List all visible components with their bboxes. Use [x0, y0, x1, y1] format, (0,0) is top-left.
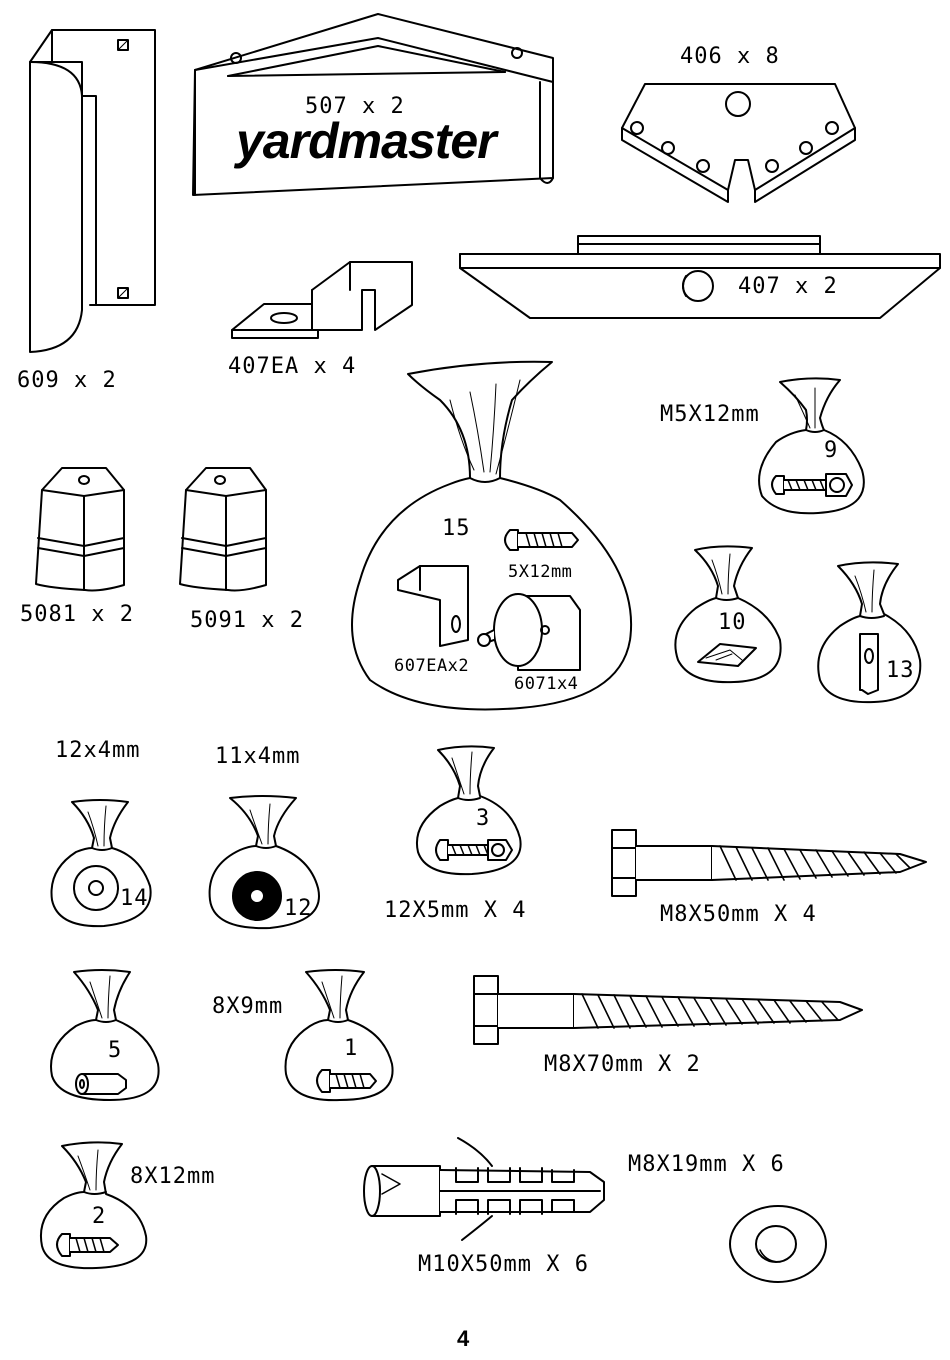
part-5081-cap [36, 468, 124, 590]
label-bag-12: 12 [284, 898, 313, 920]
label-bag-14: 14 [120, 888, 149, 910]
bag-9 [759, 378, 864, 513]
coach-screw-m8x50 [612, 830, 926, 896]
part-609-trim [30, 30, 155, 352]
label-bag-2: 2 [92, 1206, 106, 1228]
part-407ea-bracket [232, 262, 412, 338]
label-m5x12: M5X12mm [660, 404, 760, 426]
label-407ea: 407EA x 4 [228, 356, 356, 378]
label-8x9mm: 8X9mm [212, 996, 283, 1018]
bag-3 [417, 746, 521, 874]
label-5091: 5091 x 2 [190, 610, 304, 632]
bag-5 [51, 970, 159, 1100]
label-407: 407 x 2 [738, 276, 838, 298]
label-406: 406 x 8 [680, 46, 780, 68]
part-5091-cap [180, 468, 266, 590]
label-m8x19: M8X19mm X 6 [628, 1154, 785, 1176]
label-12x5mm: 12X5mm X 4 [384, 900, 526, 922]
label-bag-15-screw: 5X12mm [508, 564, 572, 581]
page-number: 4 [457, 1328, 469, 1350]
label-bag-1: 1 [344, 1038, 358, 1060]
label-11x4mm: 11x4mm [215, 746, 300, 768]
label-bag-15-roller: 6071x4 [514, 676, 578, 693]
washer-m8x19 [730, 1206, 826, 1282]
label-m8x50: M8X50mm X 4 [660, 904, 817, 926]
label-bag-5: 5 [108, 1040, 122, 1062]
label-bag-3: 3 [476, 808, 490, 830]
label-m8x70: M8X70mm X 2 [544, 1054, 701, 1076]
label-m10x50: M10X50mm X 6 [418, 1254, 589, 1276]
label-bag-13: 13 [886, 660, 915, 682]
part-407-bar [460, 236, 940, 318]
label-bag-15-bracket: 607EAx2 [394, 658, 469, 675]
label-bag-15: 15 [442, 518, 471, 540]
label-609: 609 x 2 [17, 370, 117, 392]
coach-screw-m8x70 [474, 976, 862, 1044]
brand-logo-text: yardmaster [236, 116, 496, 166]
label-bag-10: 10 [718, 612, 747, 634]
label-bag-9: 9 [824, 440, 838, 462]
wall-plug-m10x50 [364, 1138, 604, 1240]
label-5081: 5081 x 2 [20, 604, 134, 626]
label-8x12mm: 8X12mm [130, 1166, 215, 1188]
label-12x4mm: 12x4mm [55, 740, 140, 762]
bag-1 [286, 970, 393, 1100]
part-406-bracket [622, 84, 855, 202]
